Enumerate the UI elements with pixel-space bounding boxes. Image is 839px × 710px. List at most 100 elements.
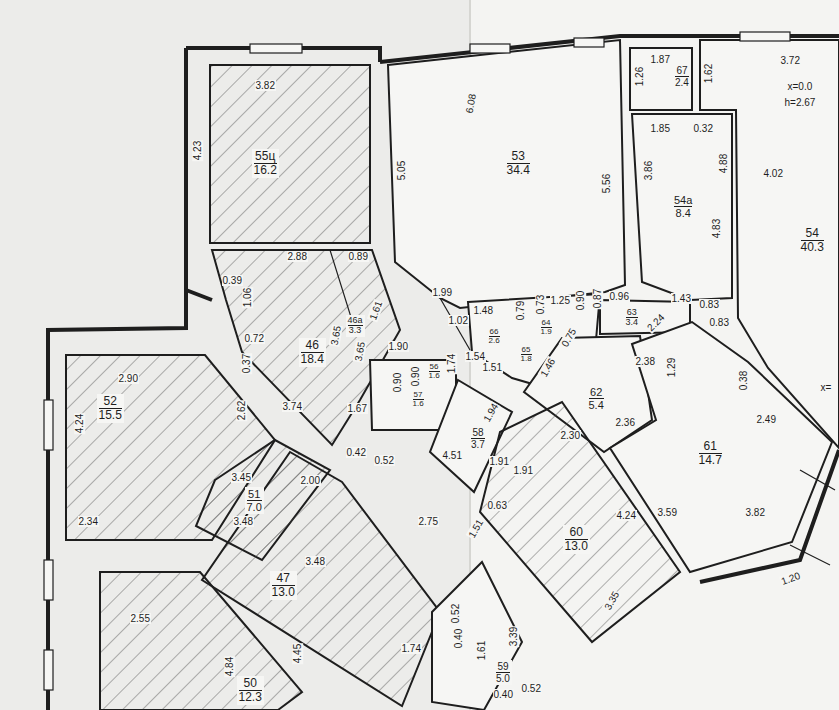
room-number: 61: [699, 440, 722, 454]
room-number: 55ц: [254, 150, 277, 164]
dimension-label: 4.83: [711, 217, 722, 238]
room-label: 662.6: [487, 327, 502, 348]
room-area: 3.7: [471, 439, 485, 450]
dimension-label: 2.90: [118, 373, 139, 384]
dimension-label: 3.82: [255, 80, 276, 91]
room-label: 625.4: [587, 385, 606, 412]
room-area: 5.4: [589, 399, 604, 411]
room-number: 64: [541, 319, 552, 329]
dimension-label: 3.48: [233, 516, 254, 527]
room-label: 583.7: [469, 426, 487, 451]
dimension-label: 4.51: [442, 450, 463, 461]
dimension-label: 2.36: [615, 417, 636, 428]
dimension-label: 1.43: [671, 293, 692, 304]
dimension-label: 0.72: [244, 333, 265, 344]
dimension-label: 4.02: [763, 168, 784, 179]
dimension-label: 1.74: [401, 643, 422, 654]
room-area: 8.4: [674, 207, 692, 219]
room-number: 66: [489, 328, 500, 338]
dimension-label: 3.48: [305, 556, 326, 567]
dimension-label: 3.59: [657, 507, 678, 518]
room-label: 561.6: [427, 362, 442, 383]
dimension-label: x=0.0: [787, 81, 814, 92]
dimension-label: 1.29: [666, 356, 677, 377]
dimension-label: 4.23: [192, 139, 203, 160]
room-area: 3.3: [348, 326, 363, 336]
dimension-label: 0.63: [487, 500, 508, 511]
room-label: 672.4: [673, 64, 691, 89]
dimension-label: 2.55: [130, 613, 151, 624]
dimension-label: 0.83: [699, 299, 720, 310]
dimension-label: 1.91: [513, 465, 534, 476]
dimension-label: 0.40: [453, 627, 464, 648]
room-label: 46а3.3: [346, 315, 365, 338]
room-number: 62: [589, 386, 604, 399]
dimension-label: 2.30: [560, 430, 581, 441]
dimension-label: 2.49: [756, 414, 777, 425]
room-area: 13.0: [565, 540, 588, 553]
room-area: 2.4: [675, 77, 689, 88]
dimension-label: 0.79: [515, 299, 526, 320]
dimension-label: 1.06: [242, 286, 253, 307]
room-number: 57: [413, 391, 424, 401]
room-number: 46а: [348, 316, 363, 327]
room-label: 4713.0: [270, 571, 297, 600]
dimension-label: 1.62: [703, 62, 714, 83]
room-label: 5440.3: [799, 226, 826, 255]
dimension-label: 0.87: [592, 287, 603, 308]
dimension-label: 2.00: [300, 475, 321, 486]
room-label: 595.0: [494, 660, 512, 685]
dimension-label: 3.45: [231, 472, 252, 483]
dimension-label: 0.38: [738, 369, 749, 390]
room-area: 14.7: [699, 454, 722, 467]
room-label: 571.6: [411, 390, 426, 411]
dimension-label: x=: [820, 382, 833, 393]
dimension-label: 0.52: [521, 683, 542, 694]
room-number: 58: [471, 427, 485, 439]
room-area: 1.9: [541, 328, 552, 337]
dimension-label: 1.67: [347, 403, 368, 414]
dimension-label: 0.90: [575, 289, 586, 310]
dimension-label: 4.88: [718, 152, 729, 173]
dimension-label: 3.82: [745, 507, 766, 518]
dimension-label: 1.91: [489, 456, 510, 467]
dimension-label: 0.83: [709, 317, 730, 328]
room-area: 2.6: [489, 337, 500, 346]
room-label: 5215.5: [97, 394, 124, 423]
dimension-label: 3.39: [508, 625, 519, 646]
dimension-label: 1.61: [476, 639, 487, 660]
dimension-label: 1.99: [432, 287, 453, 298]
dimension-label: 0.39: [222, 275, 243, 286]
room-number: 63: [626, 308, 639, 319]
dimension-label: 1.02: [448, 315, 469, 326]
dimension-label: 2.34: [78, 516, 99, 527]
dimension-label: 4.24: [616, 510, 637, 521]
room-area: 1.8: [521, 355, 532, 364]
room-number: 56: [429, 363, 440, 373]
room-label: 6114.7: [697, 439, 724, 468]
dimension-label: 1.51: [482, 362, 503, 373]
room-number: 46: [301, 339, 324, 353]
dimension-label: 0.52: [374, 455, 395, 466]
room-number: 65: [521, 346, 532, 356]
room-label: 55ц16.2: [252, 149, 279, 178]
room-area: 3.4: [626, 318, 639, 328]
room-number: 50: [239, 677, 262, 691]
room-area: 13.0: [272, 586, 295, 599]
room-number: 67: [675, 65, 689, 77]
dimension-label: 0.37: [241, 352, 252, 373]
dimension-label: 4.84: [224, 655, 235, 676]
dimension-label: 0.73: [535, 293, 546, 314]
dimension-label: 0.52: [450, 602, 461, 623]
dimension-label: 4.24: [74, 412, 85, 433]
room-area: 12.3: [239, 691, 262, 704]
dimension-label: 4.45: [292, 642, 303, 663]
room-number: 59: [496, 661, 510, 673]
room-label: 641.9: [539, 318, 554, 339]
dimension-label: 0.90: [392, 371, 403, 392]
dimension-label: 0.42: [346, 447, 367, 458]
room-area: 40.3: [801, 241, 824, 254]
dimension-label: 1.90: [388, 341, 409, 352]
